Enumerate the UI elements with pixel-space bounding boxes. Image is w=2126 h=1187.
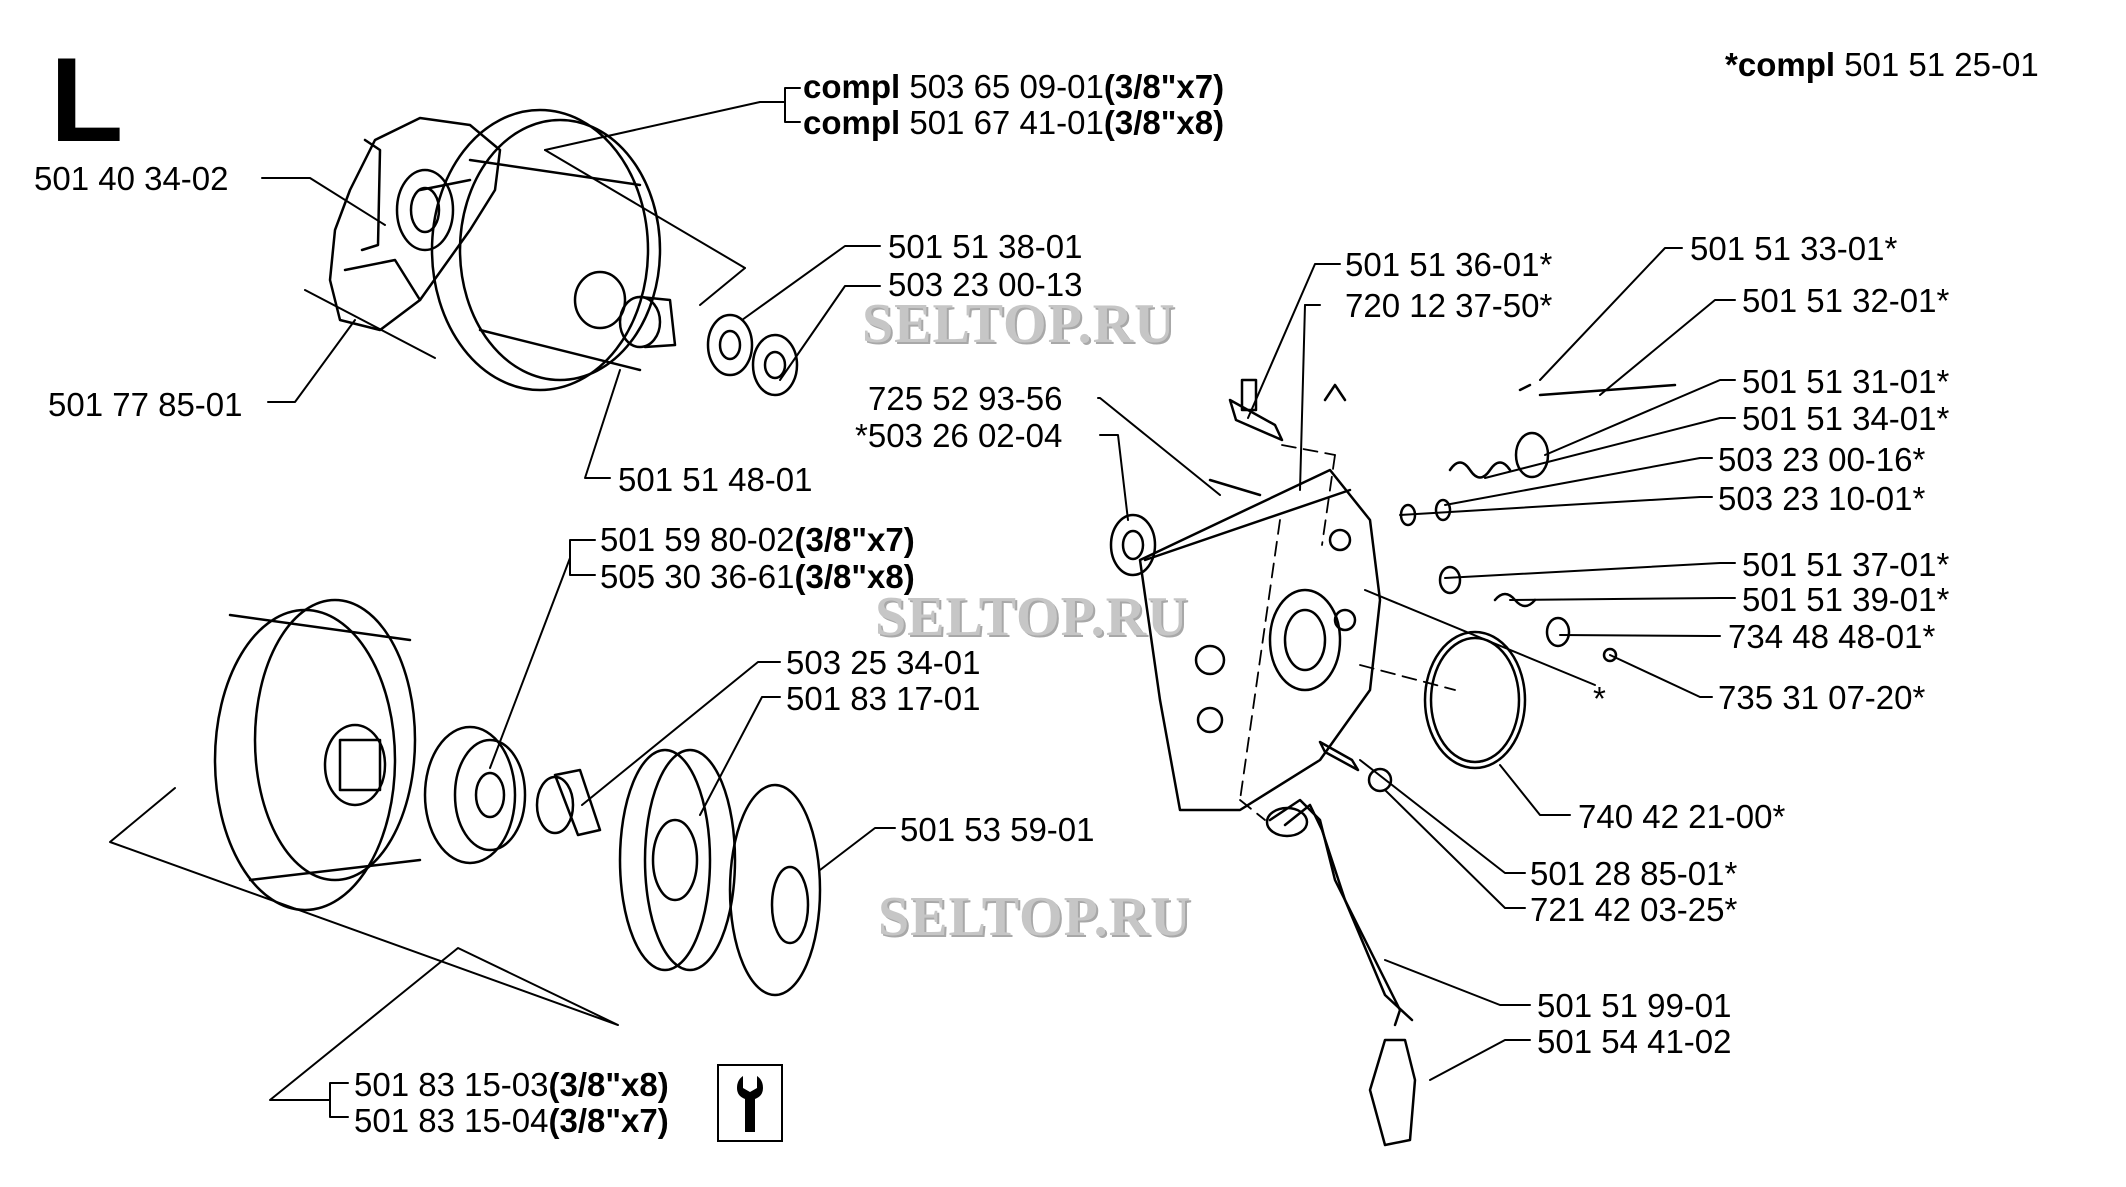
part-label: 501 51 39-01* — [1742, 581, 1950, 618]
part-label: 721 42 03-25* — [1530, 891, 1738, 928]
watermark: SELTOP.RU — [875, 586, 1189, 648]
oil-pump-drawing — [1109, 378, 1677, 1147]
part-label: 503 25 34-01 — [786, 644, 981, 681]
part-label: 501 83 17-01 — [786, 680, 981, 717]
part-label: 501 51 37-01* — [1742, 546, 1950, 583]
size-note: (3/8"x7) — [548, 1102, 669, 1139]
part-number: 505 30 36-61 — [600, 558, 795, 595]
needle-bearing-top-drawing — [618, 295, 799, 397]
part-label: 501 28 85-01* — [1530, 855, 1738, 892]
compl-word: compl — [803, 104, 901, 141]
part-label: *503 26 02-04 — [855, 417, 1063, 454]
part-label: 501 40 34-02 — [34, 160, 229, 197]
part-label: 740 42 21-00* — [1578, 798, 1786, 835]
part-label: 720 12 37-50* — [1345, 287, 1553, 324]
size-note: (3/8"x7) — [794, 521, 915, 558]
part-label: 503 23 10-01* — [1718, 480, 1926, 517]
part-label: 501 77 85-01 — [48, 386, 243, 423]
part-label: 501 51 99-01 — [1537, 987, 1732, 1024]
part-number: 503 65 09-01 — [900, 68, 1104, 105]
part-number: 501 83 15-04 — [354, 1102, 549, 1139]
clutch-assembly-drawing — [328, 108, 662, 392]
part-number: 501 67 41-01 — [900, 104, 1104, 141]
header-note-bold: *compl — [1725, 46, 1836, 83]
part-label: 735 31 07-20* — [1718, 679, 1926, 716]
part-label: 734 48 48-01* — [1728, 618, 1936, 655]
part-label: 501 51 48-01 — [618, 461, 813, 498]
part-label: * — [1593, 680, 1606, 717]
part-label: 501 51 33-01* — [1690, 230, 1898, 267]
watermark: SELTOP.RU — [878, 886, 1192, 948]
header-note-number: 501 51 25-01 — [1835, 46, 2039, 83]
header-note: *compl 501 51 25-01 — [1725, 48, 2039, 81]
part-label: 501 83 15-03(3/8"x8) — [354, 1068, 669, 1101]
part-label: compl 503 65 09-01(3/8"x7) — [803, 70, 1224, 103]
part-label: 501 51 38-01 — [888, 228, 1083, 265]
part-label: 501 51 31-01* — [1742, 363, 1950, 400]
size-note: (3/8"x8) — [794, 558, 915, 595]
part-label: 725 52 93-56 — [868, 380, 1063, 417]
clutch-drum-drawing — [213, 598, 422, 912]
wrench-icon-glyph — [737, 1076, 763, 1132]
part-label: 501 51 36-01* — [1345, 246, 1553, 283]
part-label: 503 23 00-16* — [1718, 441, 1926, 478]
size-note: (3/8"x7) — [1103, 68, 1225, 105]
part-label: 501 53 59-01 — [900, 811, 1095, 848]
wrench-icon — [717, 1064, 783, 1142]
part-number: 501 83 15-03 — [354, 1066, 549, 1103]
part-label: compl 501 67 41-01(3/8"x8) — [803, 106, 1224, 139]
rim-sprocket-drawing — [423, 725, 822, 997]
part-label: 501 59 80-02(3/8"x7) — [600, 523, 915, 556]
size-note: (3/8"x8) — [1103, 104, 1225, 141]
part-label: 501 83 15-04(3/8"x7) — [354, 1104, 669, 1137]
watermark: SELTOP.RU — [862, 293, 1176, 355]
part-label: 503 23 00-13 — [888, 266, 1083, 303]
part-label: 501 51 32-01* — [1742, 282, 1950, 319]
part-label: 505 30 36-61(3/8"x8) — [600, 560, 915, 593]
section-letter: L — [50, 33, 124, 167]
part-number: 501 59 80-02 — [600, 521, 795, 558]
part-label: 501 54 41-02 — [1537, 1023, 1732, 1060]
compl-word: compl — [803, 68, 901, 105]
leader-lines — [109, 87, 1736, 1118]
size-note: (3/8"x8) — [548, 1066, 669, 1103]
part-label: 501 51 34-01* — [1742, 400, 1950, 437]
